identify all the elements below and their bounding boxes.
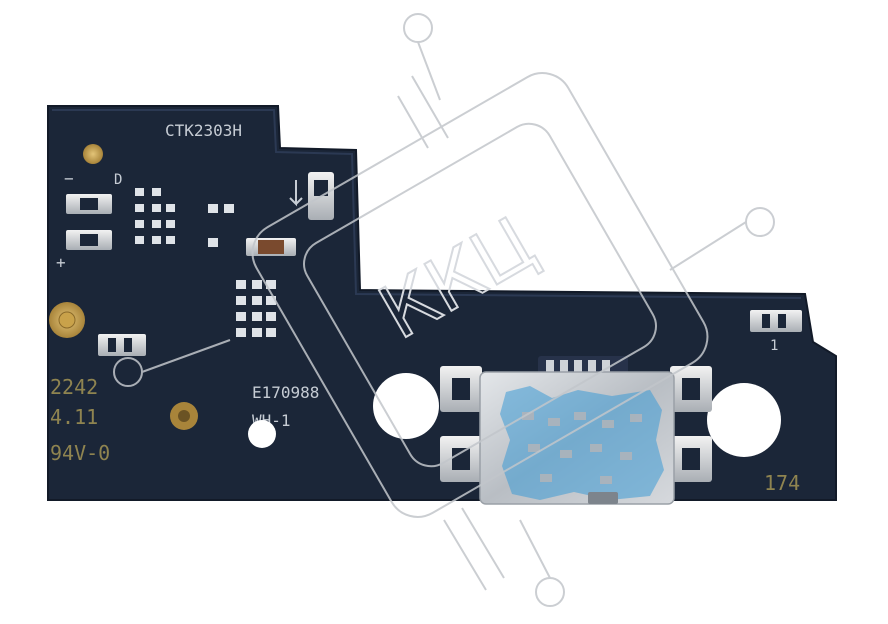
via-hole <box>178 410 190 422</box>
blue-tape <box>500 386 664 500</box>
smd-pad-2-body <box>80 234 98 246</box>
bottom-left-pad-gap1 <box>108 338 116 352</box>
right-code-label: 174 <box>764 471 800 495</box>
plus-mark: + <box>56 253 66 272</box>
usb-port-opening <box>588 492 618 504</box>
connector-texture <box>522 412 642 484</box>
right-pad <box>750 310 802 332</box>
component-grid-left <box>135 188 175 244</box>
mount-hole-right <box>707 383 781 457</box>
small-hole <box>248 420 276 448</box>
date-code-label: 2242 <box>50 375 98 399</box>
version-label: 4.11 <box>50 405 98 429</box>
component-grid-middle <box>208 204 276 337</box>
pin-one-label: 1 <box>770 338 778 354</box>
flammability-label: 94V-0 <box>50 441 110 465</box>
sensor-window <box>314 180 328 196</box>
tab-tr-gap <box>682 378 700 400</box>
pcb-edge-highlight <box>52 109 802 299</box>
right-pad-gap1 <box>762 314 770 328</box>
bottom-left-pad <box>98 334 146 356</box>
d-mark: D <box>114 172 122 188</box>
smd-pad-1-body <box>80 198 98 210</box>
mount-hole-left <box>373 373 439 439</box>
right-pad-gap2 <box>778 314 786 328</box>
bottom-left-pad-gap2 <box>124 338 132 352</box>
minus-mark: − <box>64 169 74 188</box>
cert-code-label: E170988 <box>252 383 319 402</box>
tab-tl-gap <box>452 378 470 400</box>
arrow-mark <box>289 180 303 207</box>
test-pad-left-inner <box>58 311 76 329</box>
tab-br-gap <box>682 448 700 470</box>
part-code-label: CTK2303H <box>165 121 242 140</box>
resistor-body <box>258 240 284 254</box>
watermark <box>113 13 775 607</box>
tab-bl-gap <box>452 448 470 470</box>
test-pad-top <box>83 144 103 164</box>
